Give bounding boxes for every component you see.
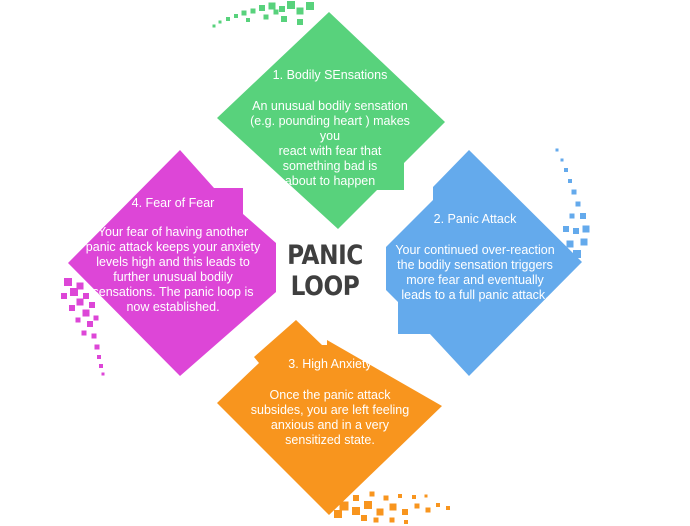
pixel-square	[297, 19, 303, 25]
pixel-square	[287, 1, 295, 9]
pixel-square	[412, 495, 416, 499]
pixel-square	[402, 509, 408, 515]
pixel-square	[398, 494, 402, 498]
pixel-square	[573, 228, 579, 234]
pixel-square	[89, 302, 95, 308]
pixel-square	[564, 168, 568, 172]
pixel-square	[259, 5, 265, 11]
pixel-square	[414, 503, 420, 509]
decorative-pixel-trail-blue	[555, 148, 590, 258]
pixel-square	[573, 250, 581, 258]
pixel-square	[436, 503, 440, 507]
pixel-square	[263, 14, 269, 20]
pixel-square	[352, 507, 360, 515]
pixel-square	[306, 2, 314, 10]
panel-high-anxiety-title: 3. High Anxiety	[288, 357, 372, 371]
pixel-square	[334, 510, 342, 518]
panel-panic-attack-shape	[386, 150, 582, 376]
pixel-square	[83, 293, 89, 299]
pixel-square	[218, 20, 222, 24]
pixel-square	[566, 240, 574, 248]
pixel-square	[580, 213, 586, 219]
pixel-square	[97, 355, 101, 359]
pixel-square	[75, 317, 81, 323]
pixel-square	[376, 508, 384, 516]
pixel-square	[76, 282, 84, 290]
pixel-square	[383, 495, 389, 501]
panel-high-anxiety: 3. High Anxiety Once the panic attack su…	[240, 357, 420, 448]
pixel-square	[246, 18, 250, 22]
pixel-square	[61, 293, 67, 299]
pixel-square	[364, 501, 372, 509]
panel-bodily-sensations: 1. Bodily SEnsations An unusual bodily s…	[240, 68, 420, 189]
pixel-square	[571, 189, 577, 195]
pixel-square	[279, 6, 285, 12]
panel-bodily-sensations-shape	[217, 12, 445, 229]
pixel-square	[87, 321, 93, 327]
pixel-square	[424, 494, 428, 498]
decorative-pixel-trail-orange	[330, 491, 450, 524]
pixel-square	[568, 179, 572, 183]
pixel-square	[373, 517, 379, 523]
pixel-square	[99, 364, 103, 368]
panel-panic-attack: 2. Panic Attack Your continued over-reac…	[395, 212, 555, 303]
panel-high-anxiety-shape	[217, 320, 442, 515]
panel-fear-of-fear-title: 4. Fear of Fear	[131, 196, 215, 210]
pixel-square	[563, 226, 569, 232]
pixel-square	[76, 298, 84, 306]
pixel-square	[281, 16, 287, 22]
pixel-square	[569, 213, 575, 219]
pixel-square	[273, 9, 279, 15]
panel-panic-attack-title: 2. Panic Attack	[433, 212, 517, 226]
pixel-square	[82, 309, 90, 317]
pixel-square	[580, 238, 588, 246]
panel-panic-attack-body: Your continued over-reaction the bodily …	[395, 243, 555, 302]
pixel-square	[81, 330, 87, 336]
pixel-square	[226, 17, 230, 21]
pixel-square	[69, 305, 75, 311]
decorative-pixel-trail-green	[212, 1, 314, 28]
panel-high-anxiety-body: Once the panic attack subsides, you are …	[250, 388, 410, 447]
pixel-square	[369, 491, 375, 497]
panel-bodily-sensations-body: An unusual bodily sensation (e.g. poundi…	[250, 99, 410, 188]
pixel-square	[93, 315, 99, 321]
pixel-square	[212, 24, 216, 28]
pixel-square	[560, 158, 564, 162]
pixel-square	[241, 10, 247, 16]
panel-fear-of-fear-shape	[68, 150, 276, 376]
center-title: PANIC LOOP	[287, 240, 363, 302]
pixel-square	[64, 278, 72, 286]
pixel-square	[250, 8, 256, 14]
pixel-square	[446, 506, 450, 510]
panel-bodily-sensations-title: 1. Bodily SEnsations	[272, 68, 388, 82]
pixel-square	[296, 7, 304, 15]
pixel-square	[91, 333, 97, 339]
decorative-pixel-trail-pink	[61, 278, 105, 376]
pixel-square	[582, 225, 590, 233]
pixel-square	[353, 495, 359, 501]
pixel-square	[70, 288, 78, 296]
panel-fear-of-fear-body: Your fear of having another panic attack…	[85, 225, 261, 314]
pixel-square	[389, 503, 397, 511]
pixel-square	[575, 201, 581, 207]
panel-fear-of-fear: 4. Fear of Fear Your fear of having anot…	[72, 196, 274, 315]
pixel-square	[94, 344, 100, 350]
pixel-square	[234, 14, 238, 18]
pixel-square	[268, 2, 276, 10]
pixel-square	[404, 520, 408, 524]
pixel-square	[555, 148, 559, 152]
pixel-square	[389, 517, 395, 523]
pixel-square	[425, 507, 431, 513]
pixel-square	[101, 372, 105, 376]
pixel-square	[361, 515, 367, 521]
pixel-square	[339, 501, 349, 511]
